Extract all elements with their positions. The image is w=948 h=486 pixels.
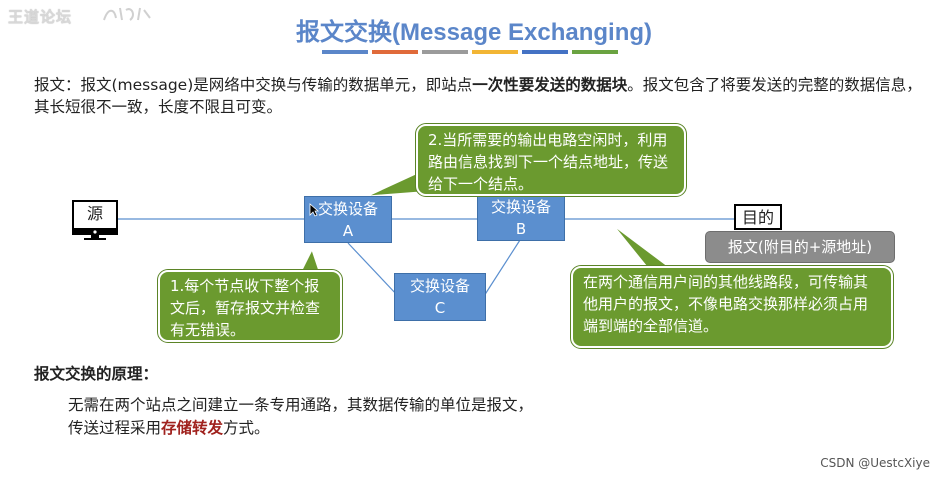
brand-logo: 王道论坛 xyxy=(8,8,73,26)
accent-bar xyxy=(372,50,418,54)
intro-paragraph: 报文：报文(message)是网络中交换与传输的数据单元，即站点一次性要发送的数… xyxy=(34,74,934,118)
watermark: CSDN @UestcXiye xyxy=(820,456,930,470)
principle-body: 无需在两个站点之间建立一条专用通路，其数据传输的单位是报文，传送过程采用存储转发… xyxy=(68,394,538,440)
accent-bar xyxy=(572,50,618,54)
callout-forwarding: 2.当所需要的输出电路空闲时，利用路由信息找到下一个结点地址，传送给下一个结点。 xyxy=(416,124,686,196)
node-a-title: 交换设备 xyxy=(317,200,378,218)
node-b-id: B xyxy=(515,220,527,238)
dest-label: 目的 xyxy=(741,208,774,227)
node-a-id: A xyxy=(342,222,354,240)
accent-bars xyxy=(322,50,618,55)
node-c-title: 交换设备 xyxy=(409,277,470,295)
accent-bar xyxy=(472,50,518,54)
intro-text-1: 报文：报文(message)是网络中交换与传输的数据单元，即站点 xyxy=(34,76,473,94)
accent-bar xyxy=(322,50,368,54)
intro-text-2: 。报文包含了将要发送的完整的数据信息，其长短很不一致，长度不限且可变。 xyxy=(34,76,922,116)
node-b-title: 交换设备 xyxy=(490,198,551,216)
message-label: 报文(附目的+源地址) xyxy=(706,232,894,262)
page-title: 报文交换(Message Exchanging) xyxy=(295,19,653,46)
switch-node-a: 交换设备 A xyxy=(304,196,392,243)
switch-node-c: 交换设备 C xyxy=(394,273,486,321)
callout-store: 1.每个节点收下整个报文后，暂存报文并检查有无错误。 xyxy=(158,270,342,342)
source-computer: 源 xyxy=(72,200,118,230)
switch-node-b: 交换设备 B xyxy=(477,194,565,241)
mouse-cursor-icon xyxy=(309,203,319,217)
dest-computer: 目的 xyxy=(734,204,782,230)
intro-bold: 一次性要发送的数据块 xyxy=(472,76,628,94)
accent-bar xyxy=(422,50,468,54)
brand-mark-icon xyxy=(103,7,151,21)
node-c-id: C xyxy=(434,299,446,317)
callout-other-lines: 在两个通信用户间的其他线路段，可传输其他用户的报文，不像电路交换那样必须占用端到… xyxy=(571,266,893,348)
principle-highlight: 存储转发 xyxy=(161,419,224,437)
source-label: 源 xyxy=(86,204,103,223)
monitor-stand-icon xyxy=(72,229,118,240)
principle-text-1: 无需在两个站点之间建立一条专用通路，其数据传输的单位是报文，传送过程采用 xyxy=(68,396,534,437)
principle-heading: 报文交换的原理： xyxy=(34,365,159,383)
accent-bar xyxy=(522,50,568,54)
principle-text-2: 方式。 xyxy=(223,419,270,437)
